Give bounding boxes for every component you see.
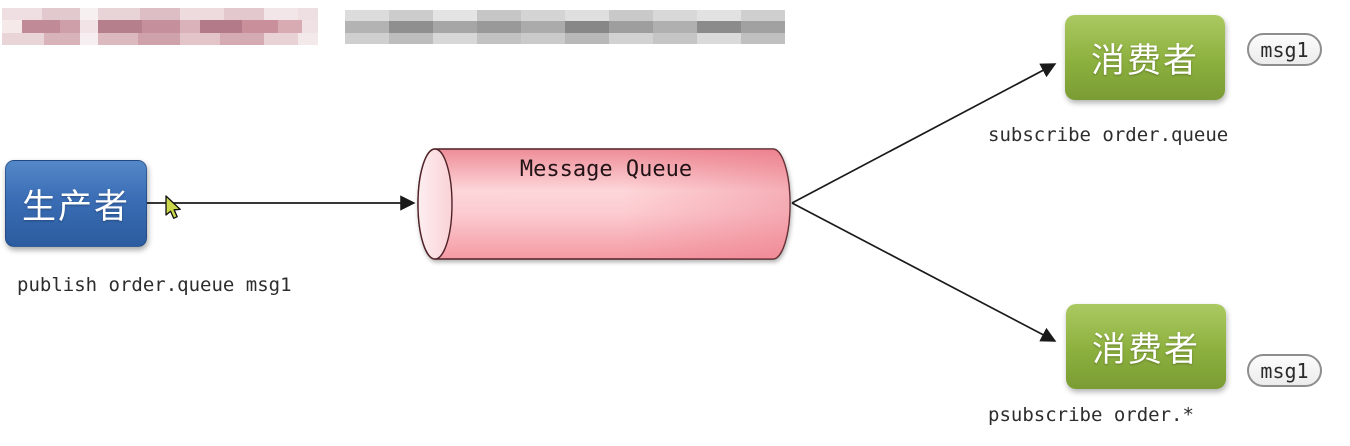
producer-node: 生产者 bbox=[5, 160, 147, 247]
queue-title: Message Queue bbox=[519, 157, 693, 182]
psubscribe-command-label: psubscribe order.* bbox=[988, 404, 1194, 426]
msg-badge-bottom-text: msg1 bbox=[1260, 358, 1309, 383]
producer-label: 生产者 bbox=[22, 187, 130, 227]
redacted-text-left bbox=[2, 8, 318, 45]
consumer-bottom-label: 消费者 bbox=[1092, 330, 1200, 370]
publish-command-label: publish order.queue msg1 bbox=[17, 274, 292, 296]
consumer-top-label: 消费者 bbox=[1091, 41, 1199, 81]
mouse-cursor-icon bbox=[165, 195, 181, 219]
message-queue-cylinder bbox=[417, 148, 791, 260]
arrow-queue-to-consumer-bottom bbox=[791, 202, 1057, 342]
consumer-node-bottom: 消费者 bbox=[1066, 304, 1226, 389]
msg-badge-top: msg1 bbox=[1247, 33, 1322, 66]
redacted-text-right bbox=[345, 10, 785, 44]
msg-badge-top-text: msg1 bbox=[1260, 37, 1309, 62]
msg-badge-bottom: msg1 bbox=[1247, 354, 1322, 387]
subscribe-command-label: subscribe order.queue bbox=[988, 124, 1229, 146]
consumer-node-top: 消费者 bbox=[1065, 15, 1225, 100]
